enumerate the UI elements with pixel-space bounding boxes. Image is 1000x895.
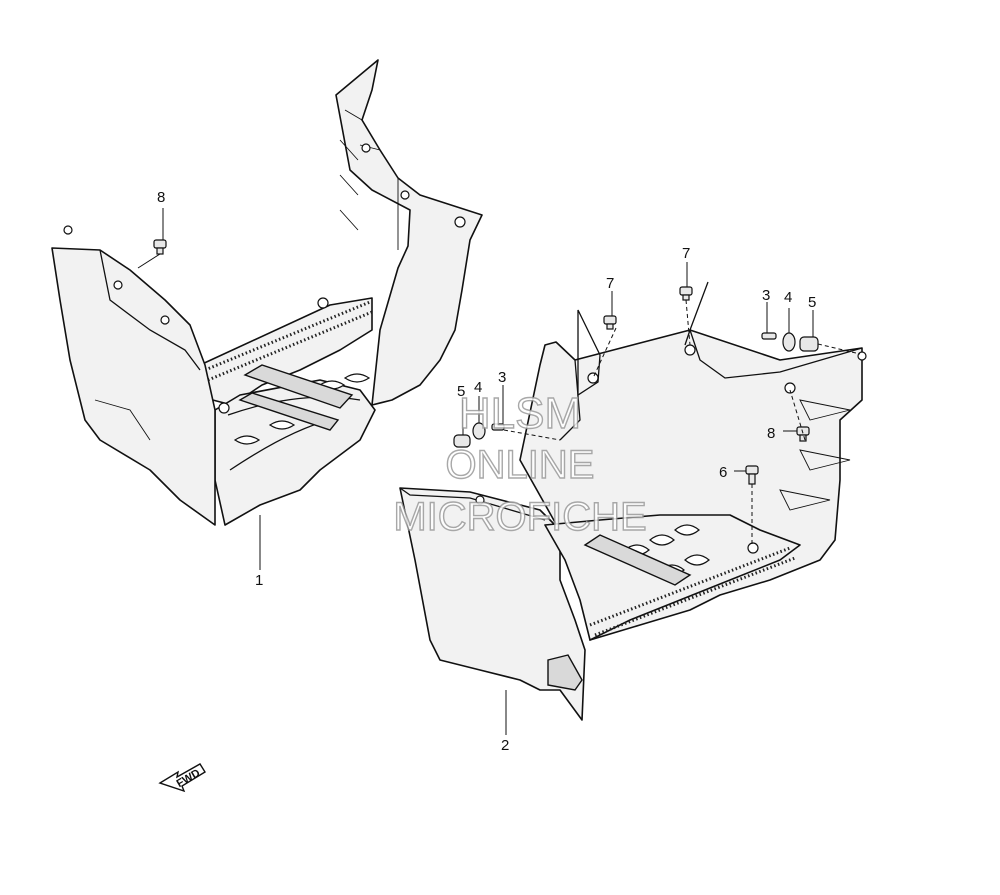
callout-3-right: 3	[762, 287, 770, 304]
callout-3-left: 3	[498, 369, 506, 386]
callout-8-left: 8	[157, 189, 165, 206]
callout-7-left: 7	[606, 275, 614, 292]
callout-labels: 8 1 2 7 7 3 4 5 5 4 3 6 8	[157, 189, 816, 754]
fwd-label: FWD	[175, 767, 203, 790]
watermark-line-3: MICROFICHE	[393, 495, 646, 539]
callout-1: 1	[255, 572, 263, 589]
clip-7-right-icon	[679, 286, 693, 301]
fwd-arrow-icon	[158, 763, 206, 793]
nut-5-left-icon	[453, 434, 471, 448]
watermark-line-1: HLSM	[459, 389, 581, 438]
callout-4-right: 4	[784, 289, 792, 306]
callout-7-right: 7	[682, 245, 690, 262]
nut-5-right-icon	[799, 336, 819, 352]
clip-7-left-icon	[603, 315, 617, 330]
bolt-3-right-icon	[761, 332, 777, 340]
watermark-line-2: ONLINE	[446, 443, 595, 487]
part-1-footrest-left	[51, 59, 483, 526]
callout-8-right: 8	[767, 425, 775, 442]
washer-4-right-icon	[782, 332, 796, 352]
callout-4-left: 4	[474, 379, 482, 396]
callout-5-right: 5	[808, 294, 816, 311]
fwd-direction-arrow: FWD	[158, 763, 206, 793]
callout-2: 2	[501, 737, 509, 754]
screw-8-left-icon	[153, 239, 167, 255]
part-2-footrest-right	[399, 329, 867, 721]
leader-lines	[137, 208, 861, 735]
bolt-6-icon	[745, 465, 759, 485]
callout-6: 6	[719, 464, 727, 481]
callout-5-left: 5	[457, 383, 465, 400]
watermark: HLSM ONLINE MICROFICHE	[393, 388, 648, 539]
bolt-3-left-icon	[491, 423, 505, 431]
